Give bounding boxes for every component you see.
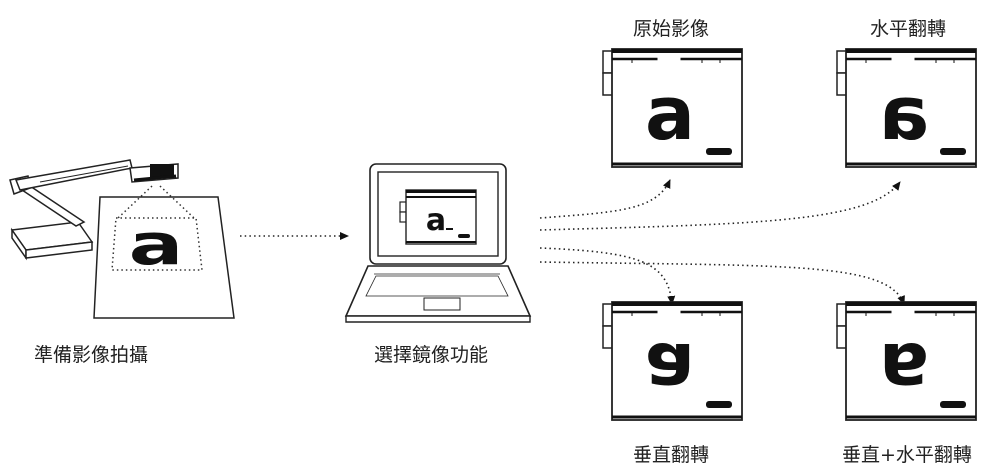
laptop-icon: a (344, 163, 532, 323)
capture-label: 準備影像拍攝 (34, 344, 149, 366)
display-window-original: a (601, 47, 744, 169)
arrow-to-original (539, 179, 671, 219)
horizontal-flip-label: 水平翻轉 (870, 18, 947, 40)
horizontal-letter: a (879, 71, 929, 157)
screen-letter: a (426, 203, 446, 238)
document-camera-icon (9, 159, 179, 261)
arrow-to-horizontal (539, 181, 901, 231)
branch-arrows (539, 179, 905, 305)
both-letter: a (879, 326, 929, 412)
arrow-to-both (539, 261, 905, 305)
laptop-screen-window: a (399, 189, 477, 245)
paper-document: a (93, 185, 235, 319)
original-label: 原始影像 (633, 18, 710, 40)
display-window-both: a (835, 300, 978, 422)
vertical-letter: a (645, 326, 695, 412)
document-letter: a (129, 213, 184, 278)
select-mirror-label: 選擇鏡像功能 (374, 344, 489, 366)
both-flip-label: 垂直+水平翻轉 (842, 444, 972, 466)
display-window-vertical: a (601, 300, 744, 422)
vertical-flip-label: 垂直翻轉 (633, 444, 710, 466)
display-window-horizontal: a (835, 47, 978, 169)
arrow-to-vertical (539, 247, 676, 305)
original-letter: a (645, 71, 695, 157)
